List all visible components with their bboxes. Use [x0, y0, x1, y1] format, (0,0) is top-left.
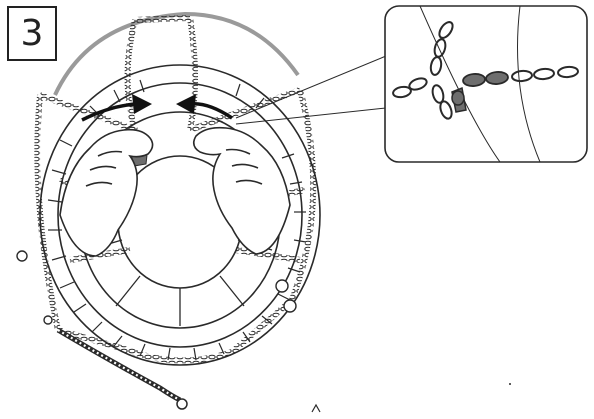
chain-tensioner-cable [58, 330, 187, 409]
small-dot-mark [509, 383, 511, 385]
small-caret-mark [312, 405, 320, 412]
chain-fittings [17, 251, 296, 324]
detail-inset [385, 6, 587, 162]
right-hand [194, 128, 290, 254]
